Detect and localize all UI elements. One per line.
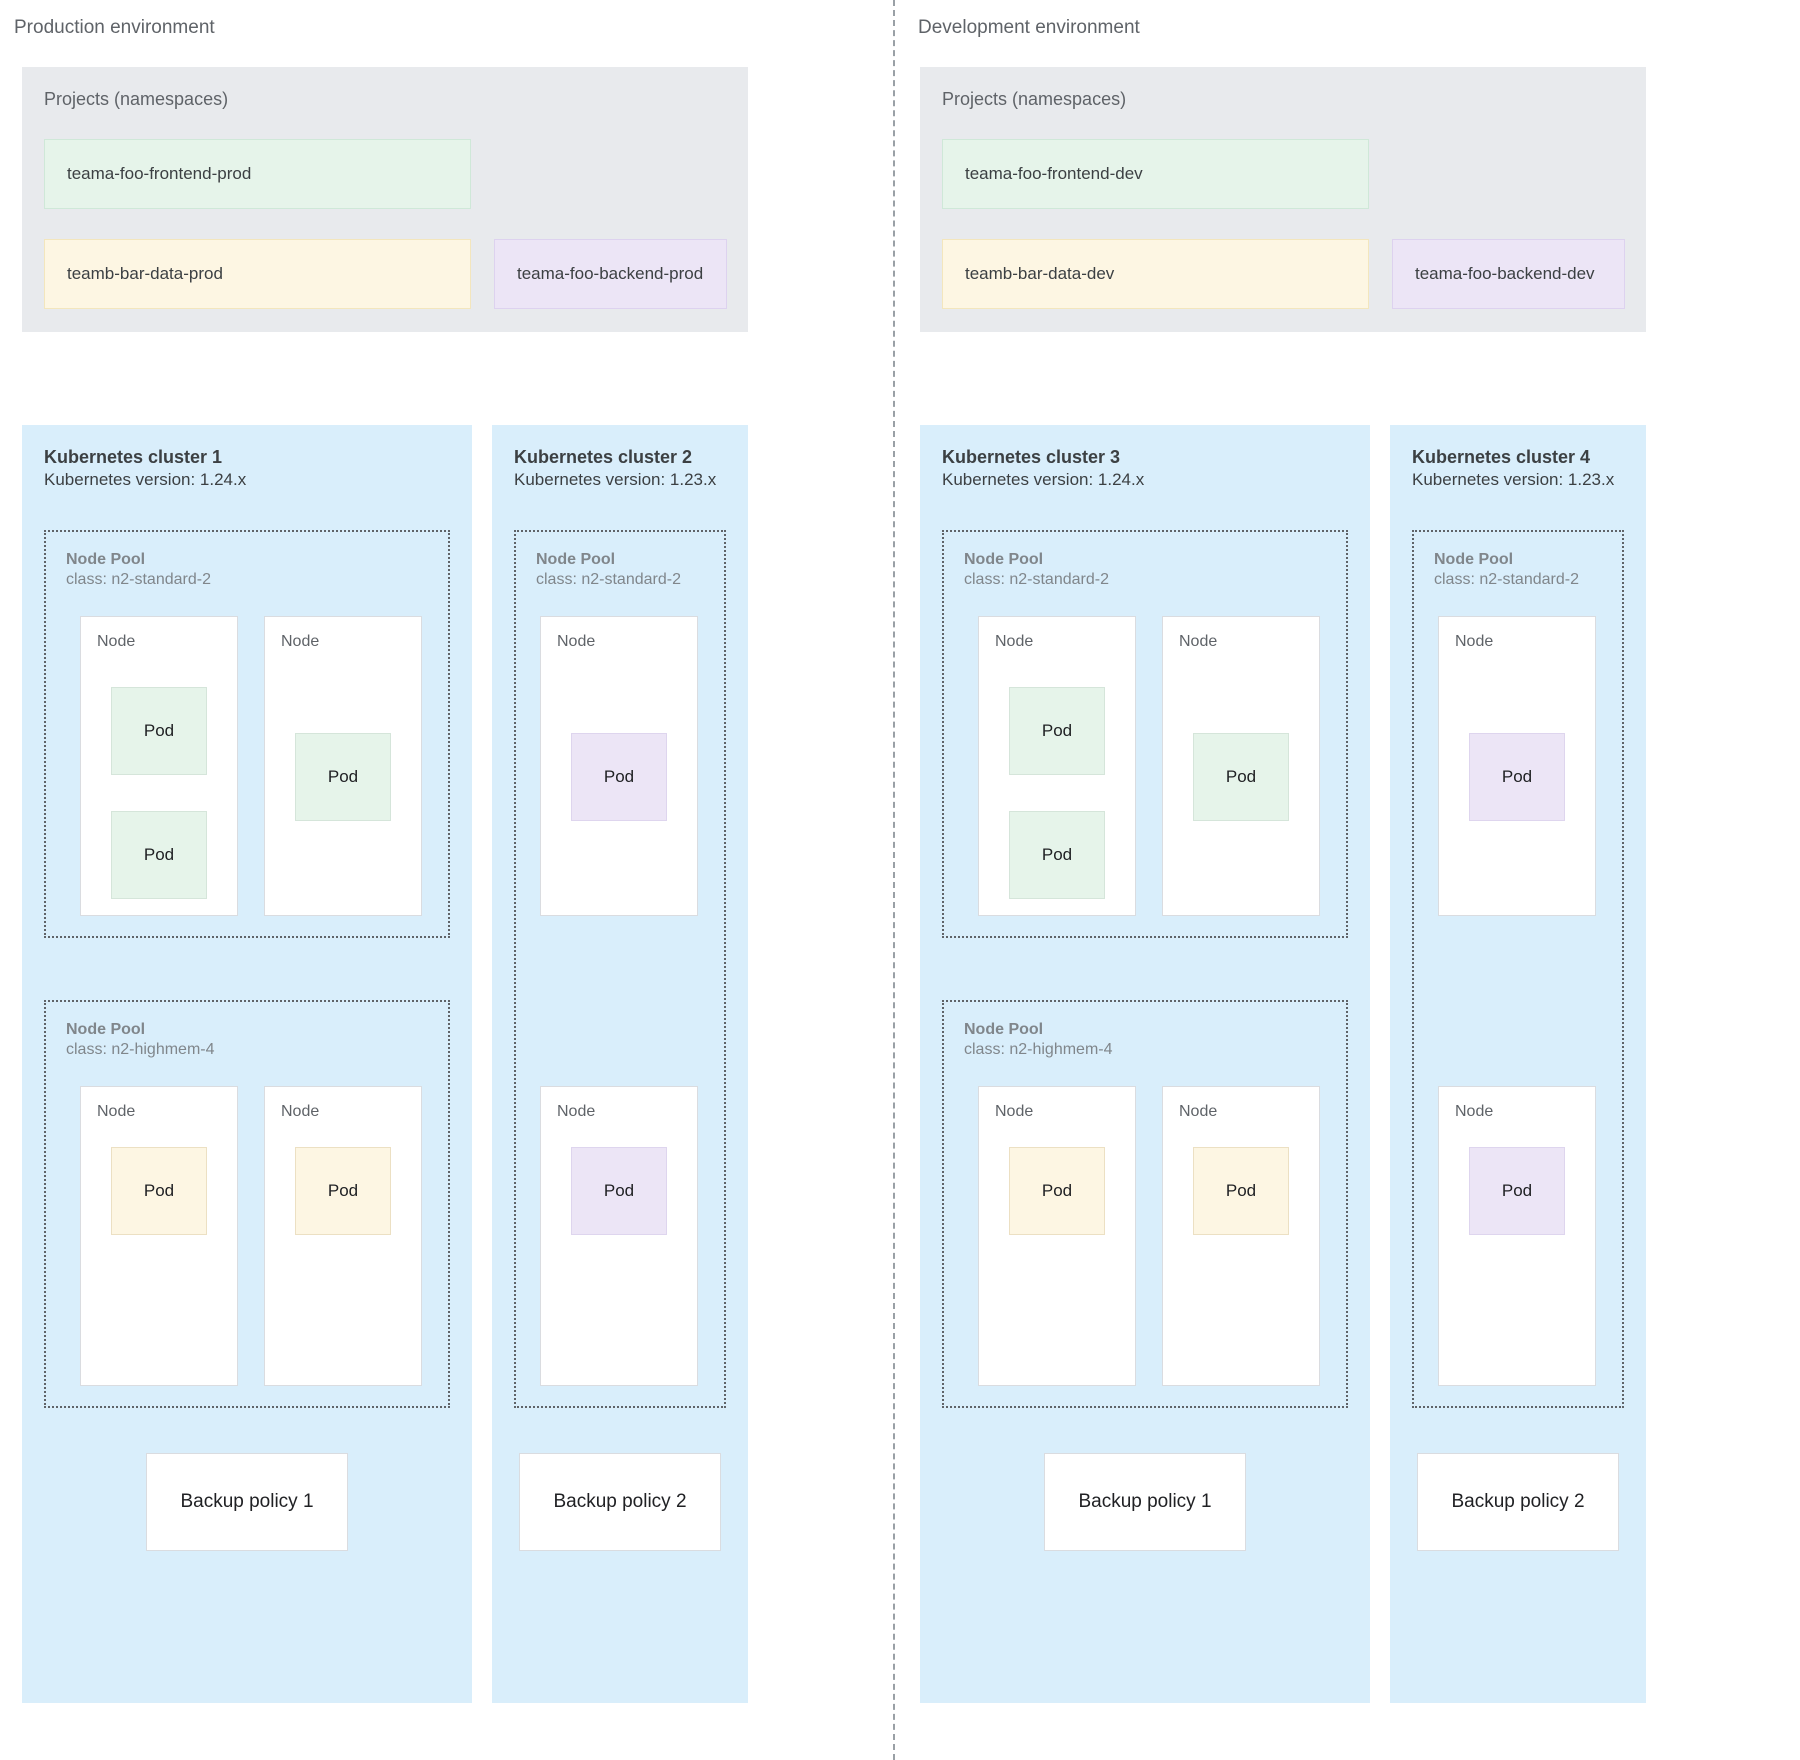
pod[interactable]: Pod	[111, 1147, 207, 1235]
node[interactable]: Node Pod	[80, 1086, 238, 1386]
projects-panel-label: Projects (namespaces)	[942, 89, 1127, 109]
projects-panel-label: Projects (namespaces)	[44, 89, 229, 109]
node[interactable]: Node Pod	[1162, 1086, 1320, 1386]
node[interactable]: Node Pod	[978, 1086, 1136, 1386]
node-pool[interactable]: Node Pool class: n2-highmem-4 Node Pod N…	[942, 1000, 1348, 1408]
pod[interactable]: Pod	[111, 687, 207, 775]
cluster-title: Kubernetes cluster 3	[942, 447, 1121, 467]
environment-production: Production environment Projects (namespa…	[0, 0, 890, 1760]
node[interactable]: Node Pod	[1438, 616, 1596, 916]
node-pool[interactable]: Node Pool class: n2-standard-2 Node Pod …	[1412, 530, 1624, 1408]
pod[interactable]: Pod	[571, 733, 667, 821]
pod[interactable]: Pod	[295, 1147, 391, 1235]
pod[interactable]: Pod	[1193, 733, 1289, 821]
environment-divider	[893, 0, 895, 1760]
cluster-title: Kubernetes cluster 2	[514, 447, 693, 467]
node-pool-label: Node Pool	[66, 1021, 146, 1038]
node-label: Node	[1179, 633, 1218, 650]
cluster-title: Kubernetes cluster 4	[1412, 447, 1591, 467]
node-label: Node	[995, 633, 1034, 650]
node-pool-label: Node Pool	[1434, 551, 1514, 568]
node[interactable]: Node Pod	[264, 616, 422, 916]
node-label: Node	[97, 1103, 136, 1120]
node-label: Node	[281, 633, 320, 650]
pod[interactable]: Pod	[1193, 1147, 1289, 1235]
node-label: Node	[995, 1103, 1034, 1120]
backup-policy-card[interactable]: Backup policy 1	[1044, 1453, 1246, 1551]
node[interactable]: Node Pod	[540, 1086, 698, 1386]
node-pool[interactable]: Node Pool class: n2-standard-2 Node Pod …	[514, 530, 726, 1408]
node-pool[interactable]: Node Pool class: n2-standard-2 Node Pod …	[942, 530, 1348, 938]
kubernetes-cluster-3[interactable]: Kubernetes cluster 3 Kubernetes version:…	[920, 425, 1370, 1703]
node-pool-label: Node Pool	[536, 551, 616, 568]
namespace-card[interactable]: teama-foo-backend-dev	[1392, 239, 1625, 309]
pod[interactable]: Pod	[1009, 687, 1105, 775]
cluster-version: Kubernetes version: 1.24.x	[44, 470, 247, 489]
pod[interactable]: Pod	[295, 733, 391, 821]
node-label: Node	[1179, 1103, 1218, 1120]
node-label: Node	[1455, 1103, 1494, 1120]
node-pool-class: class: n2-standard-2	[1434, 571, 1579, 588]
node-pool[interactable]: Node Pool class: n2-highmem-4 Node Pod N…	[44, 1000, 450, 1408]
node-pool-label: Node Pool	[964, 551, 1044, 568]
node-pool-class: class: n2-highmem-4	[964, 1041, 1113, 1058]
node-pool-label: Node Pool	[964, 1021, 1044, 1038]
node-pool-class: class: n2-standard-2	[66, 571, 211, 588]
projects-panel-production: Projects (namespaces) teama-foo-frontend…	[22, 67, 748, 332]
node[interactable]: Node Pod Pod	[978, 616, 1136, 916]
kubernetes-cluster-2[interactable]: Kubernetes cluster 2 Kubernetes version:…	[492, 425, 748, 1703]
node-pool-label: Node Pool	[66, 551, 146, 568]
cluster-version: Kubernetes version: 1.24.x	[942, 470, 1145, 489]
node[interactable]: Node Pod	[1162, 616, 1320, 916]
pod[interactable]: Pod	[571, 1147, 667, 1235]
environment-development: Development environment Projects (namesp…	[890, 0, 1800, 1760]
backup-policy-card[interactable]: Backup policy 1	[146, 1453, 348, 1551]
node[interactable]: Node Pod	[264, 1086, 422, 1386]
node-label: Node	[557, 633, 596, 650]
namespace-card[interactable]: teamb-bar-data-prod	[44, 239, 471, 309]
kubernetes-cluster-1[interactable]: Kubernetes cluster 1 Kubernetes version:…	[22, 425, 472, 1703]
cluster-version: Kubernetes version: 1.23.x	[1412, 470, 1615, 489]
node-label: Node	[1455, 633, 1494, 650]
node-label: Node	[557, 1103, 596, 1120]
cluster-version: Kubernetes version: 1.23.x	[514, 470, 717, 489]
pod[interactable]: Pod	[111, 811, 207, 899]
environment-title: Development environment	[918, 17, 1140, 38]
pod[interactable]: Pod	[1009, 811, 1105, 899]
node-pool-class: class: n2-highmem-4	[66, 1041, 215, 1058]
node-pool-class: class: n2-standard-2	[536, 571, 681, 588]
node-label: Node	[281, 1103, 320, 1120]
kubernetes-cluster-4[interactable]: Kubernetes cluster 4 Kubernetes version:…	[1390, 425, 1646, 1703]
node-pool[interactable]: Node Pool class: n2-standard-2 Node Pod …	[44, 530, 450, 938]
cluster-title: Kubernetes cluster 1	[44, 447, 223, 467]
pod[interactable]: Pod	[1009, 1147, 1105, 1235]
namespace-card[interactable]: teama-foo-frontend-dev	[942, 139, 1369, 209]
backup-policy-card[interactable]: Backup policy 2	[1417, 1453, 1619, 1551]
node-pool-class: class: n2-standard-2	[964, 571, 1109, 588]
namespace-card[interactable]: teama-foo-frontend-prod	[44, 139, 471, 209]
node[interactable]: Node Pod Pod	[80, 616, 238, 916]
environment-title: Production environment	[14, 17, 215, 38]
pod[interactable]: Pod	[1469, 1147, 1565, 1235]
namespace-card[interactable]: teama-foo-backend-prod	[494, 239, 727, 309]
node-label: Node	[97, 633, 136, 650]
node[interactable]: Node Pod	[1438, 1086, 1596, 1386]
backup-policy-card[interactable]: Backup policy 2	[519, 1453, 721, 1551]
pod[interactable]: Pod	[1469, 733, 1565, 821]
node[interactable]: Node Pod	[540, 616, 698, 916]
projects-panel-development: Projects (namespaces) teama-foo-frontend…	[920, 67, 1646, 332]
namespace-card[interactable]: teamb-bar-data-dev	[942, 239, 1369, 309]
